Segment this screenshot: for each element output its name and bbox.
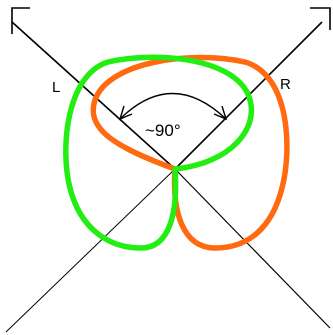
right-pickup-pattern bbox=[90, 54, 290, 251]
left-mic-axis-extension bbox=[174, 168, 331, 329]
top-right-corner-mark bbox=[310, 7, 331, 30]
angle-arrowhead-left bbox=[118, 105, 133, 121]
top-left-corner-mark bbox=[11, 7, 30, 34]
right-channel-label: R bbox=[280, 76, 291, 93]
angle-arrowhead-right bbox=[213, 105, 228, 121]
angle-label: ~90° bbox=[145, 121, 181, 140]
left-pickup-pattern bbox=[63, 54, 255, 251]
left-channel-label: L bbox=[52, 79, 60, 96]
left-mic-axis bbox=[11, 21, 176, 170]
angle-arc bbox=[119, 92, 227, 120]
right-mic-axis-extension bbox=[5, 168, 176, 333]
